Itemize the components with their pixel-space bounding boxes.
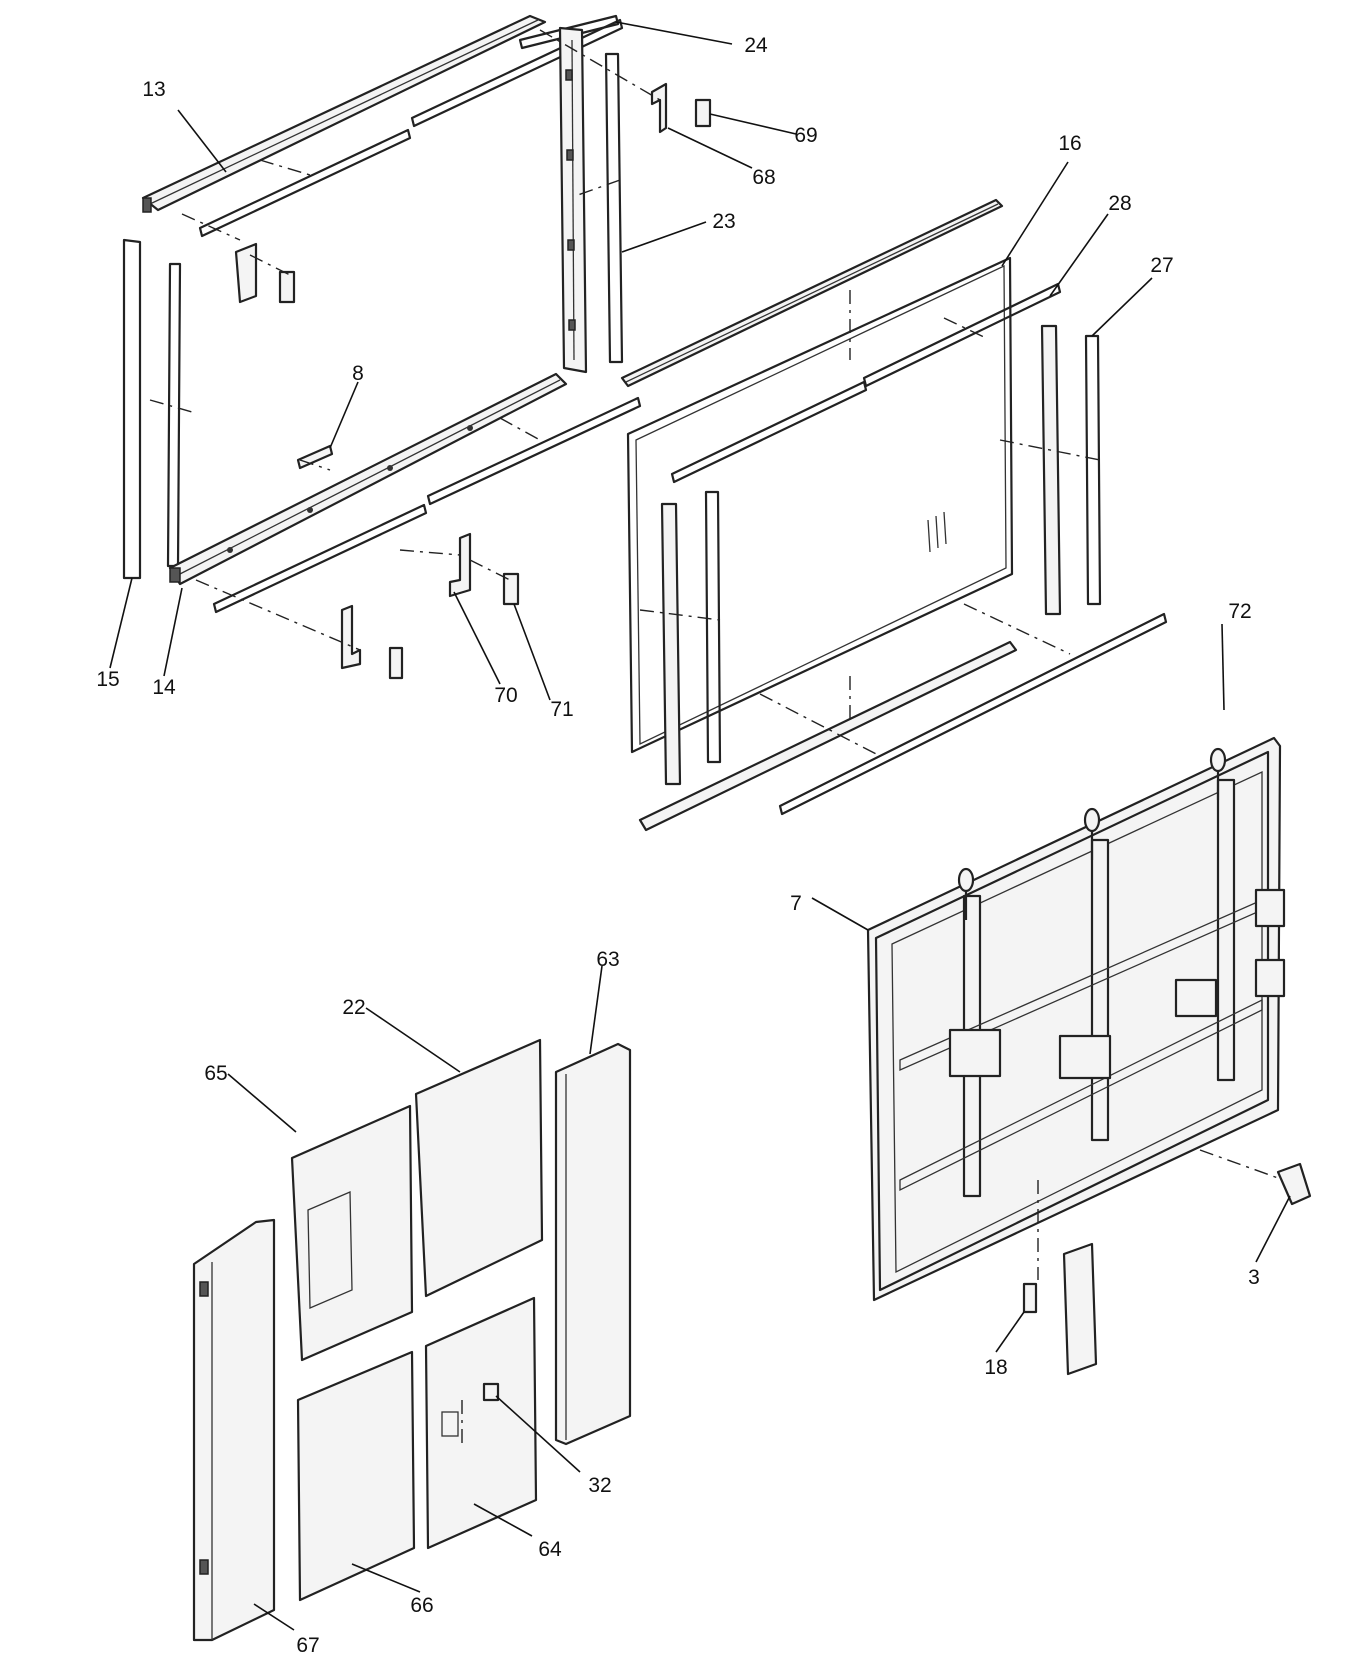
lower-mid-bracket [448, 532, 520, 606]
display-chassis [866, 736, 1312, 1376]
right-vertical-strip [604, 52, 624, 364]
front-panel-assembly [620, 198, 1168, 832]
lower-left-bracket [340, 604, 404, 680]
callout-14: 14 [152, 676, 176, 699]
panel-left-strip [704, 490, 722, 764]
callout-22: 22 [342, 996, 365, 1019]
small-label [1022, 1282, 1038, 1314]
circuit-board [1062, 1242, 1098, 1376]
rear-cover-assembly [192, 1038, 632, 1642]
panel-top-strip [862, 282, 1062, 388]
callout-7: 7 [790, 892, 802, 915]
chassis-module-4 [1254, 888, 1286, 928]
callout-labels: 13 24 69 68 23 16 28 27 8 15 14 70 71 72… [96, 34, 1260, 1657]
callout-65: 65 [204, 1062, 227, 1085]
upper-left-bracket [234, 242, 296, 304]
callout-28: 28 [1108, 192, 1131, 215]
panel-mid-strip [670, 380, 868, 484]
callout-27: 27 [1150, 254, 1173, 277]
callout-23: 23 [712, 210, 735, 233]
right-side-cover [554, 1042, 632, 1446]
right-vertical-rail [558, 26, 588, 374]
callout-18: 18 [984, 1356, 1007, 1379]
bottom-strip-mid [426, 396, 642, 506]
bottom-strip-lower [212, 503, 428, 614]
bottom-frame-rail [168, 372, 568, 586]
left-inner-strip [166, 262, 182, 568]
glass-panel [626, 256, 1014, 754]
callout-64: 64 [538, 1538, 562, 1561]
callout-72: 72 [1228, 600, 1251, 623]
callout-63: 63 [596, 948, 619, 971]
panel-right-rail [1040, 324, 1062, 616]
panel-left-rail [660, 502, 682, 786]
left-side-cover [192, 1218, 276, 1642]
callout-68: 68 [752, 166, 775, 189]
chassis-module-3 [1174, 978, 1218, 1018]
eye-bolt-left [957, 867, 975, 920]
top-cushion-strip [518, 14, 620, 50]
lower-right-cover [424, 1296, 538, 1550]
panel-right-strip [1084, 334, 1102, 606]
top-frame-rail [141, 14, 547, 213]
chassis-module-2 [1058, 1034, 1112, 1080]
callout-66: 66 [410, 1594, 433, 1617]
callout-32: 32 [588, 1474, 611, 1497]
callout-8: 8 [352, 362, 364, 385]
leader-lines [109, 21, 1291, 1631]
chassis-module-5 [1254, 958, 1286, 998]
left-vertical-strip [122, 238, 142, 580]
top-inner-strip-left [198, 128, 412, 238]
upper-corner-bracket [650, 82, 712, 134]
callout-24: 24 [744, 34, 768, 57]
callout-16: 16 [1058, 132, 1081, 155]
eye-bolt-right [1209, 747, 1227, 800]
callout-3: 3 [1248, 1266, 1260, 1289]
chassis-post-right [1216, 778, 1236, 1082]
panel-bottom-rail [638, 640, 1018, 832]
callout-69: 69 [794, 124, 817, 147]
cover-connector [482, 1382, 500, 1402]
callout-67: 67 [296, 1634, 319, 1657]
callout-13: 13 [142, 78, 165, 101]
chassis-module-1 [948, 1028, 1002, 1078]
upper-left-cover [290, 1104, 414, 1362]
terminal-block [1276, 1162, 1312, 1206]
callout-71: 71 [550, 698, 573, 721]
rear-frame-assembly [122, 14, 712, 680]
panel-bottom-strip [778, 612, 1168, 816]
access-cutout [441, 1411, 459, 1437]
callout-15: 15 [96, 668, 119, 691]
top-inner-strip-right [410, 18, 624, 128]
small-clip [296, 444, 334, 470]
chassis-post-mid [1090, 838, 1110, 1142]
upper-right-cover [414, 1038, 544, 1298]
lower-left-cover [296, 1350, 416, 1602]
callout-70: 70 [494, 684, 517, 707]
eye-bolt-mid [1083, 807, 1101, 860]
